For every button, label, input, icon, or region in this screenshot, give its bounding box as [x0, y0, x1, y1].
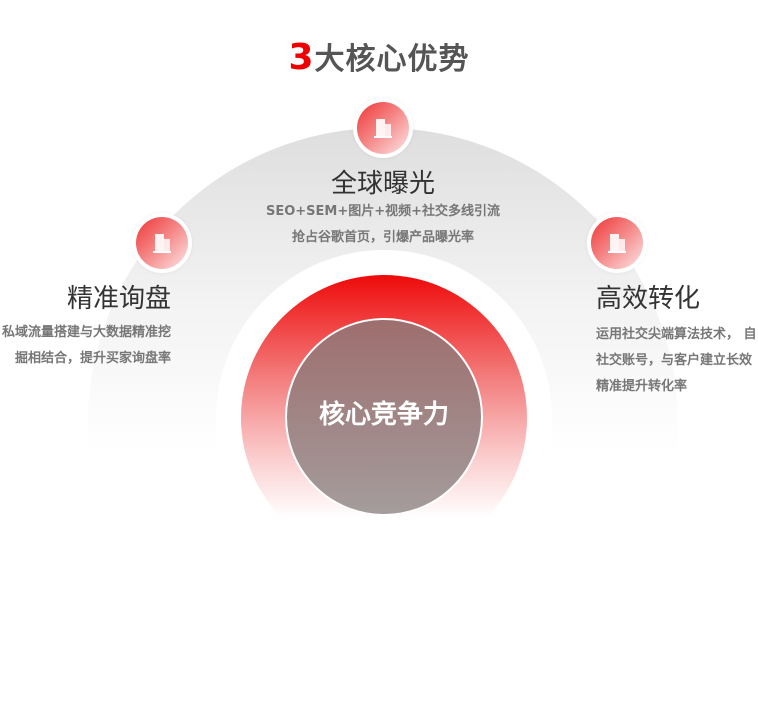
advantage-desc-global-exposure: SEO+SEM+图片+视频+社交多线引流 抢占谷歌首页，引爆产品曝光率 [265, 204, 501, 245]
building-icon [136, 217, 188, 269]
building-icon [591, 217, 643, 269]
badge-right [587, 213, 647, 273]
core-circle: 核心竞争力 [285, 318, 483, 516]
advantage-title-global-exposure: 全球曝光 [330, 169, 435, 199]
page-title: 3大核心优势 [288, 37, 470, 78]
advantage-desc-efficient-conversion: 运用社交尖端算法技术， 自 社交账号，与客户建立长效 精准提升转化率 [596, 327, 757, 394]
advantage-desc-precise-inquiry: 私域流量搭建与大数据精准挖 掘相结合，提升买家询盘率 [1, 325, 171, 366]
advantage-title-efficient-conversion: 高效转化 [596, 284, 701, 314]
advantage-title-precise-inquiry: 精准询盘 [66, 284, 171, 314]
badge-left [132, 213, 192, 273]
badge-top [353, 98, 413, 158]
building-icon [357, 102, 409, 154]
